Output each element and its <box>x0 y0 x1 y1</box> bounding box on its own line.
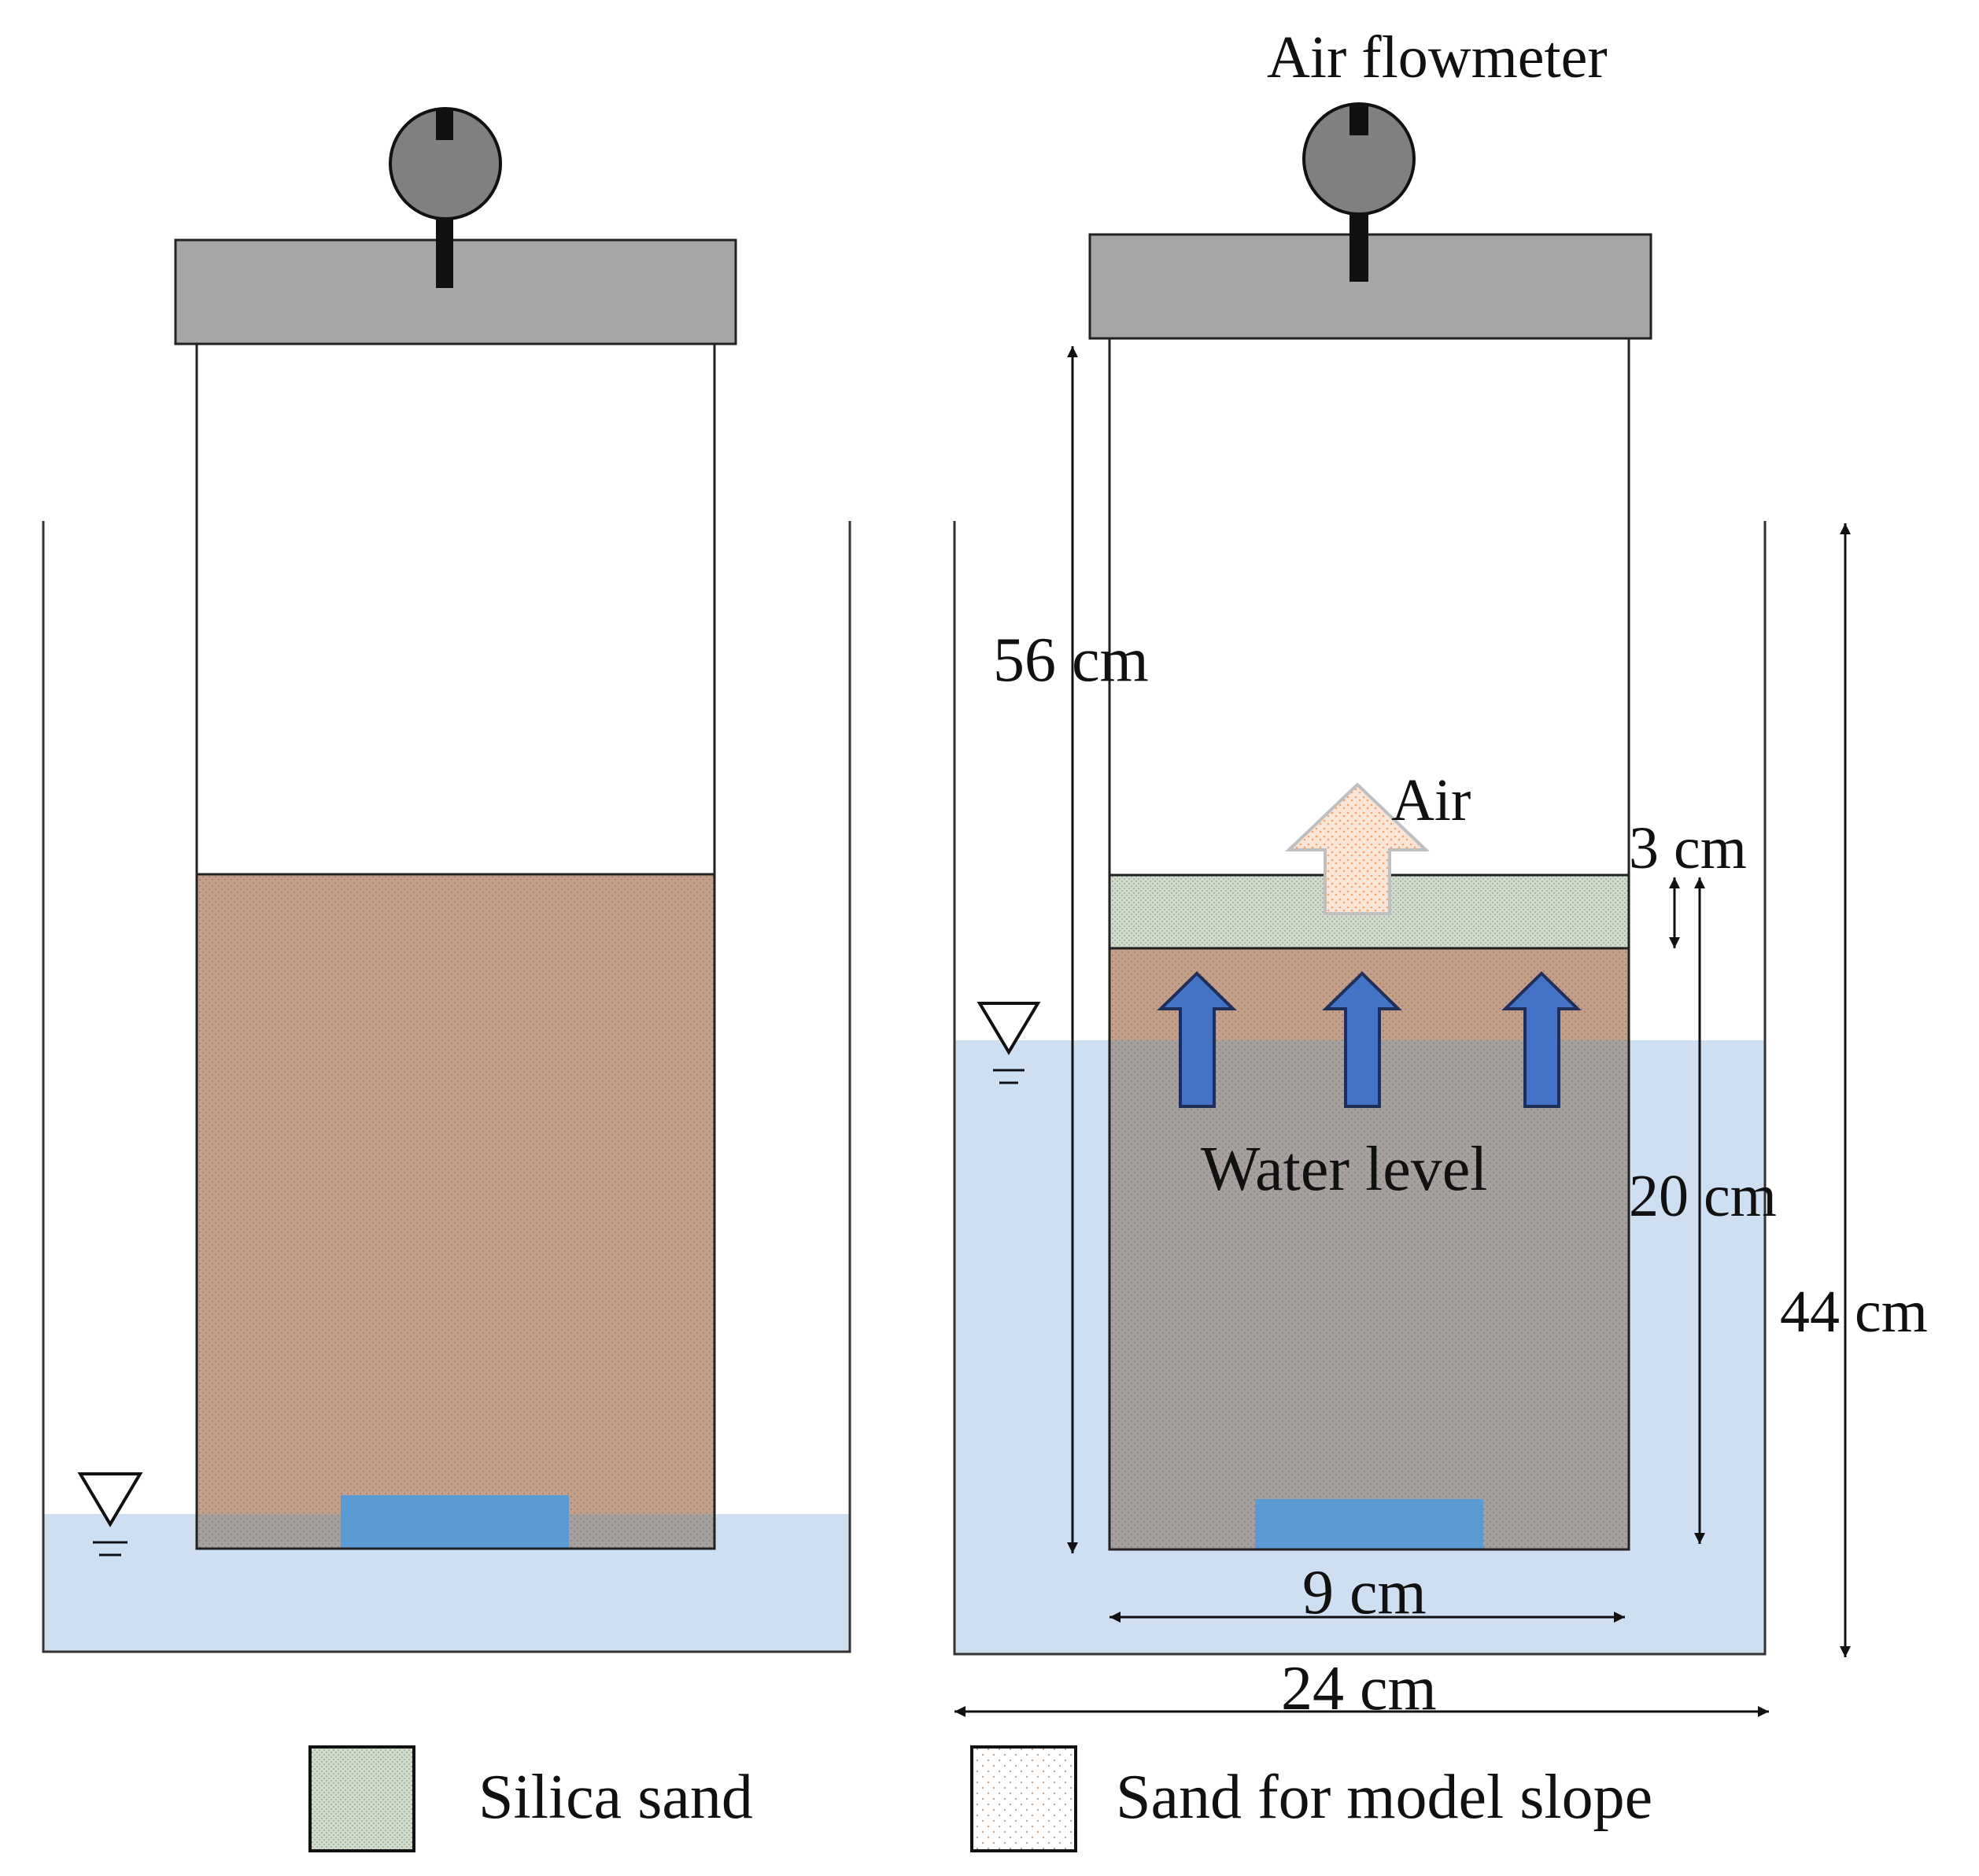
left-apparatus <box>42 107 851 1653</box>
upward-flow-arrow-icon <box>1157 971 1237 1108</box>
label-56cm: 56 cm <box>993 626 1149 695</box>
right-drain-plate <box>1255 1499 1483 1549</box>
upward-flow-arrow-icon <box>1501 971 1582 1108</box>
left-gauge-stem <box>436 212 453 288</box>
left-outer-tank <box>42 521 851 1653</box>
left-drain-plate <box>341 1495 569 1549</box>
legend-label-model-slope: Sand for model slope <box>1116 1763 1652 1832</box>
water-level-triangle-icon <box>977 1002 1041 1084</box>
legend: Silica sand Sand for model slope <box>308 1745 1652 1852</box>
upward-flow-arrow-icon <box>1322 971 1402 1108</box>
label-20cm: 20 cm <box>1629 1163 1777 1229</box>
right-lid <box>1088 233 1652 340</box>
left-lid <box>174 238 737 345</box>
legend-label-silica: Silica sand <box>478 1763 753 1832</box>
gauge-icon <box>1302 102 1416 216</box>
label-air: Air <box>1391 767 1471 833</box>
legend-swatch-model-slope <box>970 1745 1077 1852</box>
right-outer-tank <box>953 521 1767 1656</box>
label-24cm: 24 cm <box>1281 1654 1437 1723</box>
label-9cm: 9 cm <box>1302 1558 1427 1627</box>
label-water-level: Water level <box>1201 1135 1487 1204</box>
air-arrow-icon <box>1285 782 1430 915</box>
label-air-flowmeter: Air flowmeter <box>1267 24 1608 90</box>
right-apparatus: Air flowmeter Air Water level 56 cm 3 cm… <box>953 24 1928 1723</box>
left-column-empty <box>197 343 714 874</box>
gauge-icon <box>389 107 502 220</box>
right-submerged-sand <box>1109 1040 1629 1549</box>
legend-swatch-silica <box>308 1745 415 1852</box>
water-level-triangle-icon <box>77 1472 143 1557</box>
left-model-sand <box>197 874 714 1514</box>
label-44cm: 44 cm <box>1780 1279 1928 1345</box>
label-3cm: 3 cm <box>1629 815 1747 881</box>
